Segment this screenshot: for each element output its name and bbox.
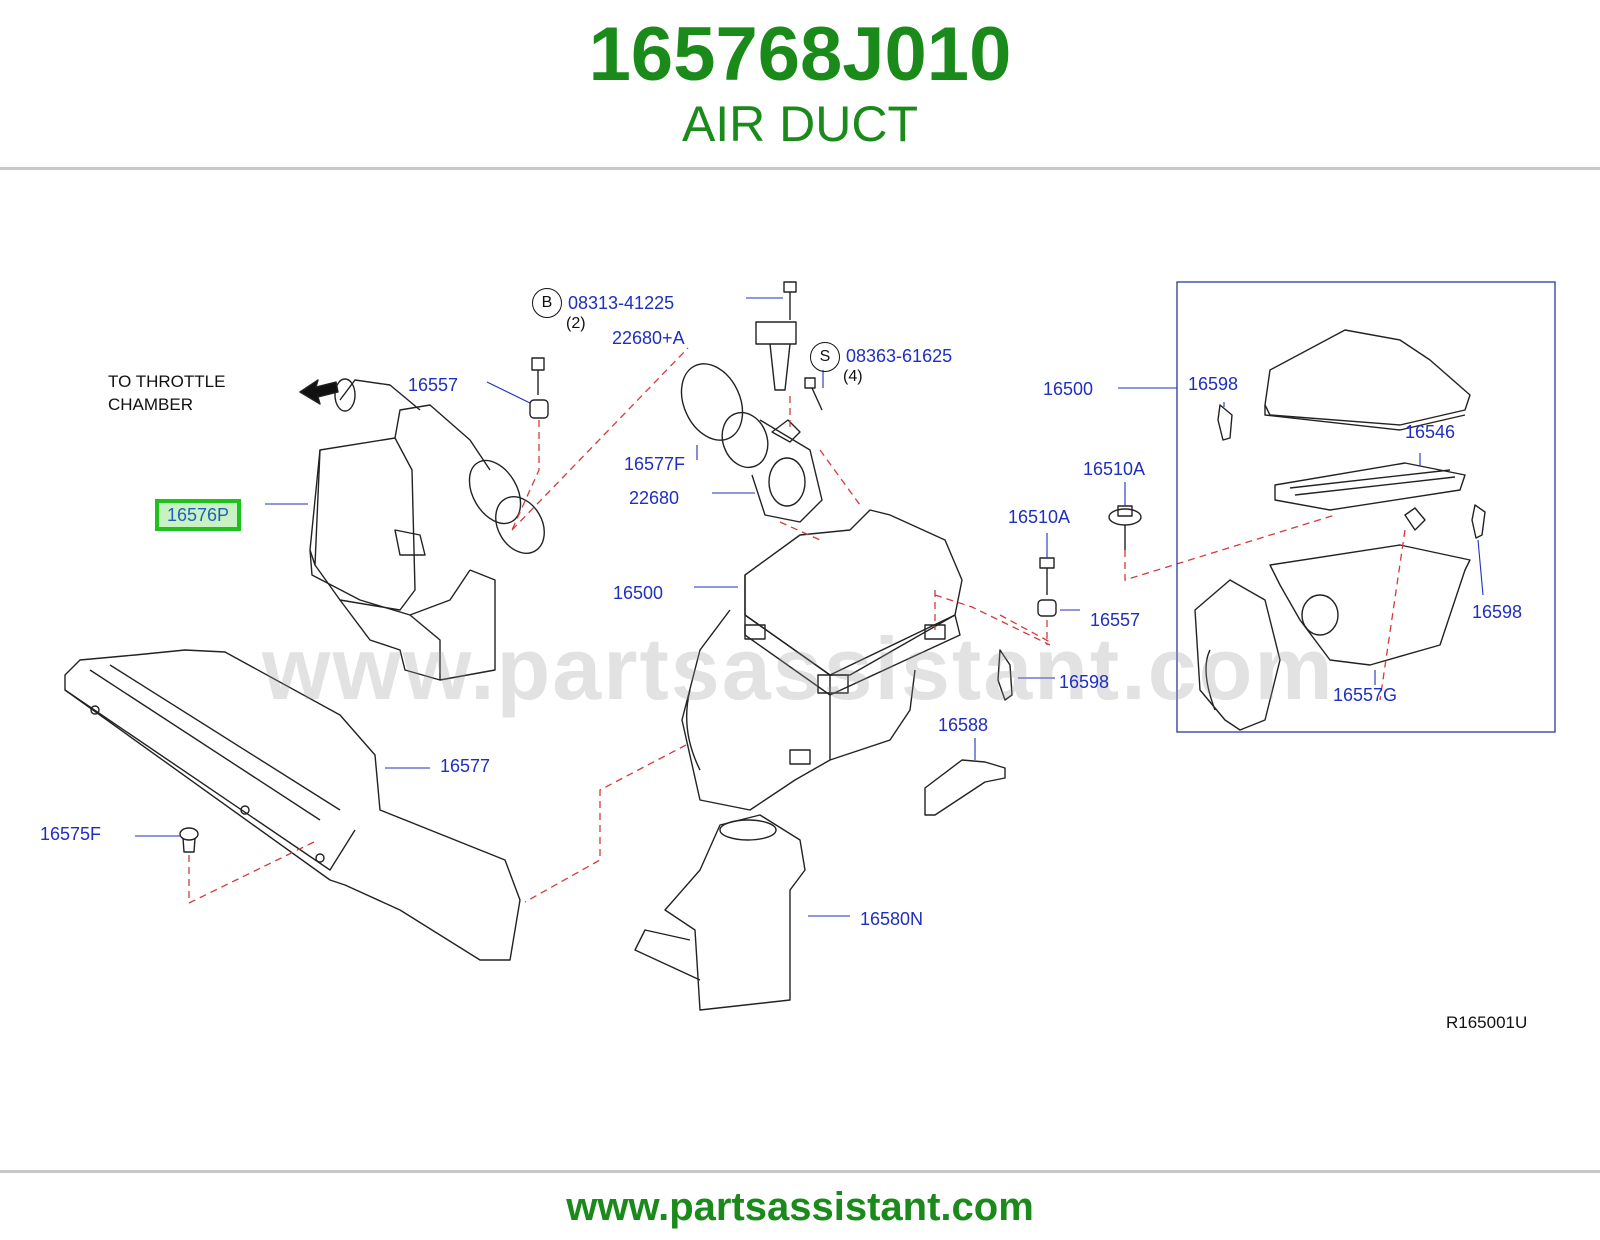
callout-leader-lines bbox=[135, 297, 1484, 917]
inlet-16580n-drawing bbox=[634, 814, 806, 1011]
part-name-subtitle: AIR DUCT bbox=[681, 96, 919, 152]
callout-16598-top[interactable]: 16598 bbox=[1188, 374, 1239, 394]
air-filter-16546-drawing bbox=[1274, 462, 1466, 511]
callout-16588[interactable]: 16588 bbox=[938, 715, 989, 735]
airflow-meter-22680-drawing bbox=[721, 281, 823, 523]
bolt-group-b-icon: B bbox=[532, 288, 562, 318]
screw-08363-drawing bbox=[804, 377, 823, 411]
air-cleaner-16500-drawing bbox=[681, 509, 963, 811]
highlighted-part-label[interactable]: 16576P bbox=[155, 499, 241, 531]
callout-16500-main[interactable]: 16500 bbox=[613, 583, 664, 603]
callout-16546[interactable]: 16546 bbox=[1405, 422, 1456, 442]
exploded-parts-diagram: www.partsassistant.com TO THROTTLE CHAMB… bbox=[0, 170, 1600, 1170]
qty-08313: (2) bbox=[566, 315, 586, 332]
callout-16557g[interactable]: 16557G bbox=[1333, 685, 1398, 705]
callout-16510a-left[interactable]: 16510A bbox=[1008, 507, 1071, 527]
throttle-direction-arrow-icon bbox=[299, 379, 339, 405]
clamp-16598-right-drawing bbox=[1471, 504, 1486, 539]
callout-16557-mid[interactable]: 16557 bbox=[1090, 610, 1141, 630]
callout-16557-top[interactable]: 16557 bbox=[408, 375, 459, 395]
callout-16577[interactable]: 16577 bbox=[440, 756, 491, 776]
callout-16577f[interactable]: 16577F bbox=[624, 454, 686, 474]
assembly-dashed-lines bbox=[188, 347, 1406, 905]
note-to-throttle: TO THROTTLE bbox=[108, 372, 226, 391]
header-divider bbox=[0, 167, 1600, 170]
air-cleaner-subassembly-box bbox=[1176, 281, 1556, 733]
qty-08363: (4) bbox=[843, 368, 863, 385]
footer-divider bbox=[0, 1170, 1600, 1173]
bolt-16510a-left-drawing bbox=[1037, 557, 1057, 617]
callout-08363-61625[interactable]: 08363-61625 bbox=[846, 346, 953, 366]
callout-16575f[interactable]: 16575F bbox=[40, 824, 102, 844]
callout-08313-41225[interactable]: 08313-41225 bbox=[568, 293, 675, 313]
resonator-16576p-drawing bbox=[309, 378, 545, 681]
note-chamber: CHAMBER bbox=[108, 395, 194, 414]
callout-22680[interactable]: 22680 bbox=[629, 488, 680, 508]
watermark-text: www.partsassistant.com bbox=[262, 619, 1335, 718]
screw-group-s-icon: S bbox=[810, 342, 840, 372]
page-header: 165768J010 AIR DUCT bbox=[0, 0, 1600, 168]
callout-16598-right[interactable]: 16598 bbox=[1472, 602, 1523, 622]
bolt-16557-top-drawing bbox=[529, 357, 549, 419]
callout-16580n[interactable]: 16580N bbox=[860, 909, 924, 929]
clamp-16598-top-drawing bbox=[1217, 404, 1233, 441]
air-cleaner-cover-drawing bbox=[1264, 329, 1471, 431]
clamp-16598-mid-drawing bbox=[997, 649, 1013, 701]
diagram-drawing bbox=[64, 281, 1556, 1011]
callout-16510a-right[interactable]: 16510A bbox=[1083, 459, 1146, 479]
air-duct-16577-drawing bbox=[64, 649, 521, 961]
diagram-reference-code: R165001U bbox=[1446, 1013, 1528, 1032]
bolt-16510a-right-drawing bbox=[1108, 505, 1142, 550]
air-cleaner-lower-case-drawing bbox=[1194, 544, 1471, 731]
callout-16598-mid[interactable]: 16598 bbox=[1059, 672, 1110, 692]
clip-16575f-drawing bbox=[179, 827, 199, 853]
footer-website-link[interactable]: www.partsassistant.com bbox=[566, 1185, 1034, 1229]
bracket-16588-drawing bbox=[924, 759, 1006, 816]
clamp-16577f-drawing bbox=[680, 363, 744, 441]
grommet-16557g-drawing bbox=[1404, 507, 1426, 531]
callout-22680a[interactable]: 22680+A bbox=[612, 328, 685, 348]
highlighted-part-number: 16576P bbox=[166, 505, 230, 525]
callout-16500-box[interactable]: 16500 bbox=[1043, 379, 1094, 399]
part-number-title: 165768J010 bbox=[588, 12, 1012, 97]
